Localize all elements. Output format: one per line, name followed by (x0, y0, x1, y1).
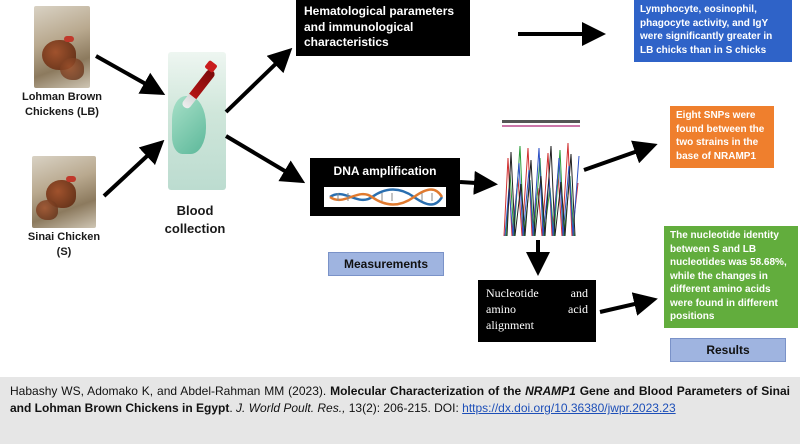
arrow-s-to-blood (102, 139, 165, 198)
result-blue-box: Lymphocyte, eosinophil, phagocyte activi… (634, 0, 792, 62)
citation-authors: Habashy WS, Adomako K, and Abdel-Rahman … (10, 384, 331, 398)
nucleotide-alignment-text: Nucleotide and amino acid alignment (486, 286, 588, 333)
arrow-lb-to-blood (95, 54, 166, 95)
hematological-box: Hematological parameters and immunologic… (296, 0, 470, 56)
blood-collection-label: Blood collection (164, 203, 226, 236)
result-green-text: The nucleotide identity between S and LB… (670, 230, 787, 322)
citation-title-gene: NRAMP1 (525, 384, 576, 398)
lohman-brown-label: Lohman Brown Chickens (LB) (21, 91, 103, 119)
sinai-chicken-label: Sinai Chicken (S) (27, 231, 101, 259)
arrow-blood-to-dna (224, 134, 306, 184)
citation: Habashy WS, Adomako K, and Abdel-Rahman … (0, 377, 800, 444)
lohman-brown-photo (34, 6, 90, 88)
chromatogram-image (500, 118, 582, 238)
blood-collection-image (168, 52, 226, 190)
citation-journal: J. World Poult. Res., (236, 401, 346, 416)
result-orange-box: Eight SNPs were found between the two st… (670, 106, 774, 168)
citation-dot: . (229, 401, 237, 416)
flow-arrows (95, 22, 658, 316)
result-green-box: The nucleotide identity between S and LB… (664, 226, 798, 328)
measurements-label: Measurements (328, 252, 444, 276)
dna-amplification-box: DNA amplification (310, 158, 460, 216)
citation-volume: 13(2): 206-215. DOI: (345, 401, 463, 416)
citation-doi-link[interactable]: https://dx.doi.org/10.36380/jwpr.2023.23 (462, 401, 676, 416)
citation-title-b: Gene and Blood Parameters of Sinai and L… (10, 384, 790, 416)
arrow-dna-to-chromo (459, 170, 498, 195)
citation-title-a: Molecular Characterization of the (330, 384, 526, 398)
nucleotide-alignment-box: Nucleotide and amino acid alignment (478, 280, 596, 342)
result-orange-text: Eight SNPs were found between the two st… (676, 110, 765, 162)
hematological-text: Hematological parameters and immunologic… (304, 4, 455, 50)
arrow-blood-to-hema (224, 47, 293, 114)
results-label: Results (670, 338, 786, 362)
result-blue-text: Lymphocyte, eosinophil, phagocyte activi… (640, 4, 773, 56)
sinai-chicken-photo (32, 156, 96, 228)
arrow-nuc-to-green (599, 292, 658, 316)
dna-helix-image (324, 187, 446, 207)
arrow-chromo-to-orange (583, 140, 658, 172)
dna-amplification-title: DNA amplification (333, 164, 437, 178)
